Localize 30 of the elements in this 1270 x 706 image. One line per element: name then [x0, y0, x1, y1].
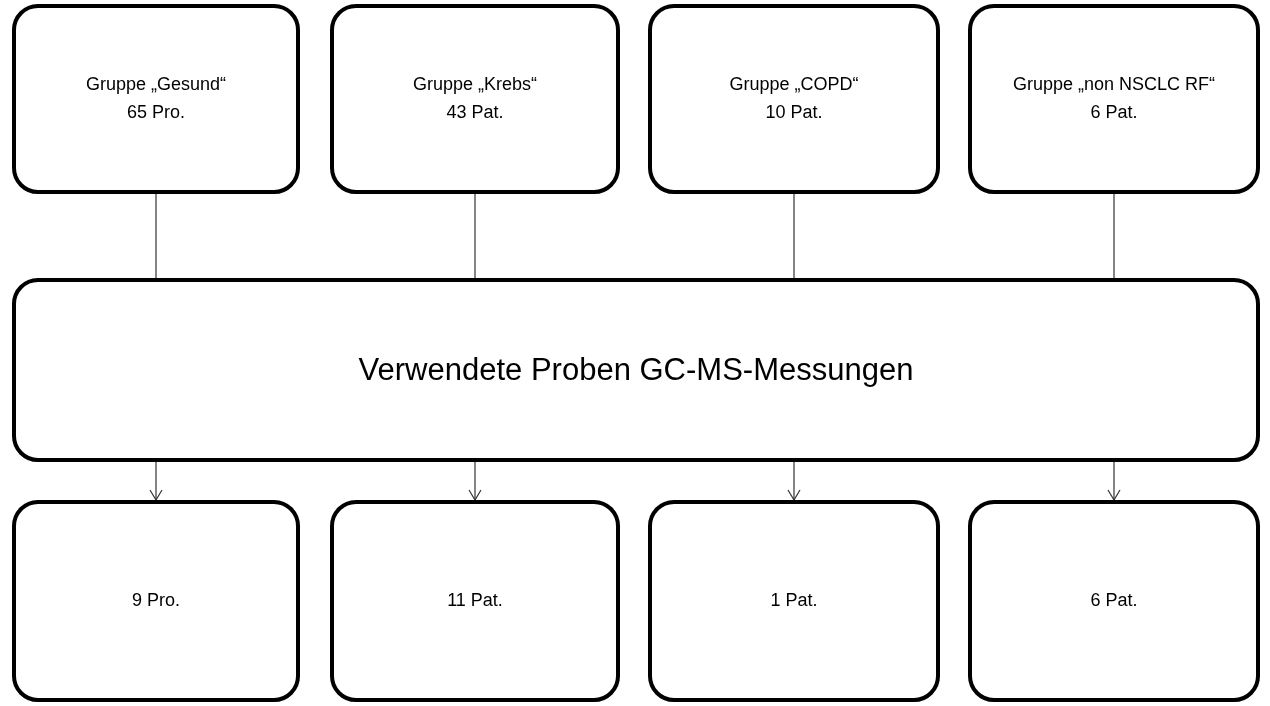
group-name: 1 Pat. [770, 589, 818, 613]
group-box [330, 4, 620, 194]
group-box [12, 500, 300, 702]
group-box [12, 4, 300, 194]
arrow [468, 461, 482, 501]
connector-line [1113, 193, 1115, 279]
group-box [968, 500, 1260, 702]
count-label: 6 Pat. [1090, 101, 1138, 124]
process-box [12, 278, 1260, 462]
arrow [149, 461, 163, 501]
group-box [648, 500, 940, 702]
group-name: Gruppe „Gesund“ [85, 73, 227, 97]
connector-line [155, 193, 157, 279]
group-box [330, 500, 620, 702]
group-name: Gruppe „non NSCLC RF“ [1012, 73, 1216, 97]
connector-line [793, 193, 795, 279]
count-label: 65 Pro. [126, 101, 185, 124]
group-name: 11 Pat. [447, 589, 503, 613]
box-title: Verwendete Proben GC-MS-Messungen [358, 350, 914, 389]
count-label: 43 Pat. [446, 101, 504, 124]
group-box [968, 4, 1260, 194]
count-label: 10 Pat. [765, 101, 823, 124]
connector-line [474, 193, 476, 279]
group-box [648, 4, 940, 194]
group-name: Gruppe „COPD“ [729, 73, 859, 97]
arrow [787, 461, 801, 501]
group-name: Gruppe „Krebs“ [412, 73, 538, 97]
arrow [1107, 461, 1121, 501]
group-name: 6 Pat. [1090, 589, 1138, 613]
group-name: 9 Pro. [132, 589, 180, 613]
